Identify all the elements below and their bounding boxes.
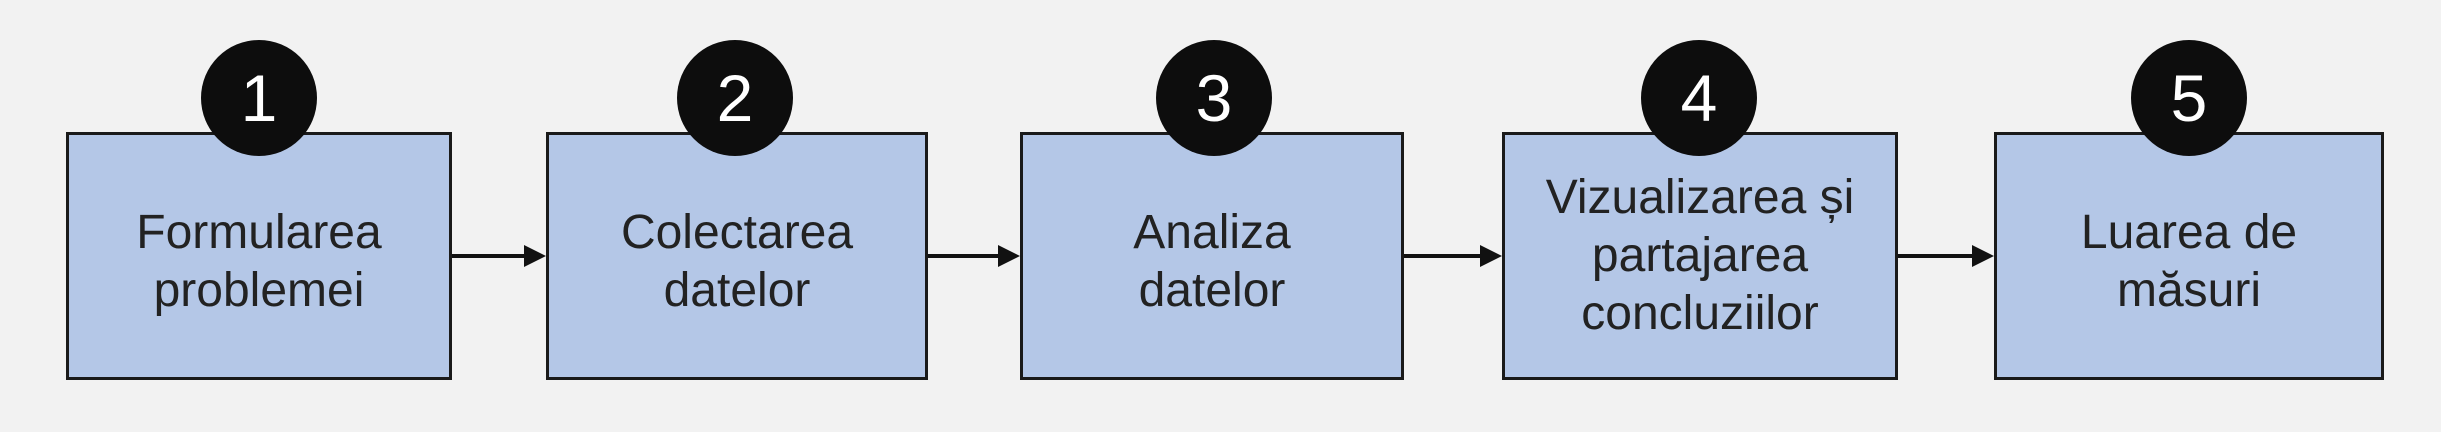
arrow-3-to-4 xyxy=(1404,245,1502,267)
arrow-head-icon xyxy=(998,245,1020,267)
arrow-head-icon xyxy=(1480,245,1502,267)
arrow-4-to-5 xyxy=(1898,245,1994,267)
step-number-badge-1: 1 xyxy=(201,40,317,156)
step-label-3: Analiza datelor xyxy=(1133,206,1291,317)
step-box-3: Analiza datelor xyxy=(1020,132,1404,380)
step-number-badge-3: 3 xyxy=(1156,40,1272,156)
step-label-4: Vizualizarea și partajarea concluziilor xyxy=(1545,171,1855,340)
step-number-badge-4: 4 xyxy=(1641,40,1757,156)
step-label-1: Formularea problemei xyxy=(136,206,382,317)
step-box-4: Vizualizarea și partajarea concluziilor xyxy=(1502,132,1898,380)
step-label-2: Colectarea datelor xyxy=(620,206,854,317)
arrow-1-to-2 xyxy=(452,245,546,267)
step-number-badge-5: 5 xyxy=(2131,40,2247,156)
step-box-1: Formularea problemei xyxy=(66,132,452,380)
arrow-line xyxy=(1404,254,1482,258)
step-label-5: Luarea de măsuri xyxy=(2080,206,2298,317)
arrow-2-to-3 xyxy=(928,245,1020,267)
step-number-badge-2: 2 xyxy=(677,40,793,156)
step-box-2: Colectarea datelor xyxy=(546,132,928,380)
step-box-5: Luarea de măsuri xyxy=(1994,132,2384,380)
arrow-line xyxy=(1898,254,1974,258)
arrow-line xyxy=(452,254,526,258)
arrow-head-icon xyxy=(1972,245,1994,267)
arrow-head-icon xyxy=(524,245,546,267)
arrow-line xyxy=(928,254,1000,258)
